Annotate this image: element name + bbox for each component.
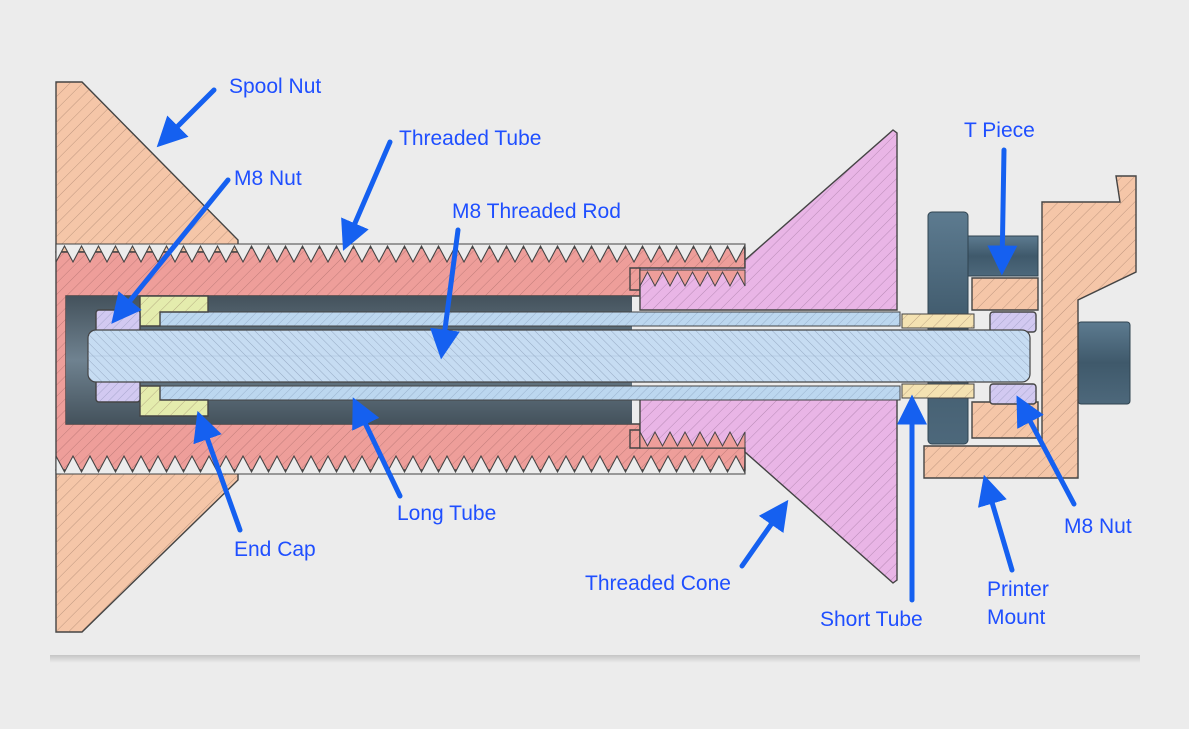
arrow-long-tube (352, 397, 403, 499)
label-printer-mount-line2: Mount (987, 606, 1046, 629)
label-long-tube: Long Tube (397, 502, 496, 525)
label-threaded-tube: Threaded Tube (399, 127, 541, 150)
arrow-m8-nut-right (1016, 395, 1077, 507)
label-spool-nut: Spool Nut (229, 75, 321, 98)
label-threaded-cone: Threaded Cone (585, 572, 731, 595)
label-m8-threaded-rod: M8 Threaded Rod (452, 200, 621, 223)
arrow-m8-nut-left (111, 177, 231, 324)
label-m8-nut-right: M8 Nut (1064, 515, 1132, 538)
label-short-tube: Short Tube (820, 608, 923, 631)
callout-arrows (111, 87, 1077, 603)
end-cap-part (139, 295, 209, 417)
label-end-cap: End Cap (234, 538, 316, 561)
arrow-threaded-tube (341, 139, 393, 251)
m8-threaded-rod-part (87, 329, 1031, 383)
printer-mount-part (923, 175, 1137, 479)
floor-shadow (50, 655, 1140, 663)
callout-labels: Spool Nut Threaded Tube M8 Nut M8 Thread… (229, 75, 1132, 631)
label-m8-nut-left: M8 Nut (234, 167, 302, 190)
arrow-end-cap (193, 410, 243, 533)
arrow-threaded-cone (739, 499, 789, 569)
arrow-spool-nut (156, 87, 217, 148)
arrow-m8-threaded-rod (430, 227, 461, 360)
label-t-piece: T Piece (964, 119, 1035, 142)
label-printer-mount-line1: Printer (987, 578, 1049, 601)
arrow-t-piece (987, 147, 1018, 276)
long-tube-part (149, 311, 901, 401)
spool-nut-part (55, 81, 239, 633)
arrow-printer-mount (977, 474, 1015, 573)
threaded-cone-part (639, 129, 898, 584)
